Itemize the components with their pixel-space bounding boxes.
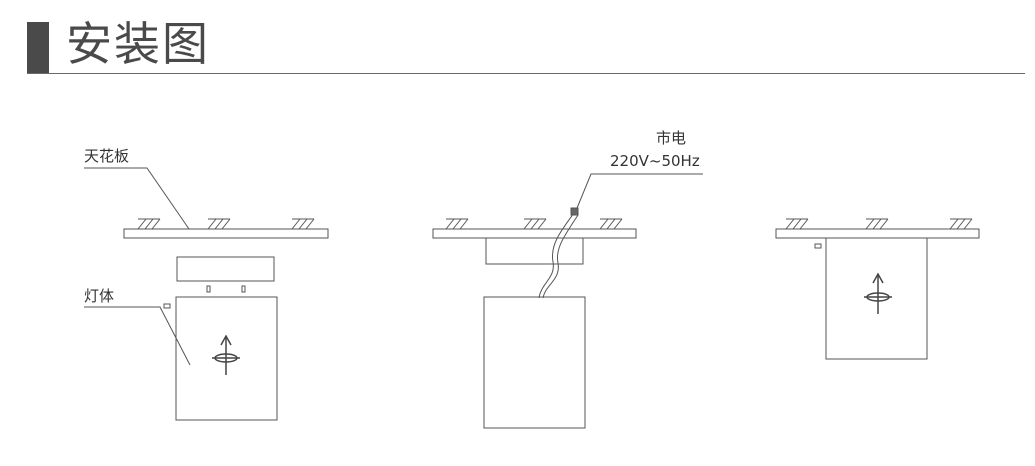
fixture-body (175, 296, 278, 421)
fixture-body (483, 296, 586, 429)
power-cable (538, 207, 579, 299)
page-title: 安装图 (66, 17, 210, 71)
fixture-body-mounted (825, 237, 928, 360)
step-3-diagram (775, 218, 980, 360)
rotate-lock-icon (864, 272, 892, 314)
mounting-base-attached (485, 237, 584, 265)
ceiling-hatch-icon (445, 218, 623, 230)
mounting-base (176, 256, 275, 282)
title-divider (27, 73, 1025, 74)
title-accent-block (27, 22, 49, 74)
ceiling-panel (432, 228, 637, 239)
ceiling-hatch-icon (137, 218, 315, 230)
mains-spec-label: 220V~50Hz (610, 152, 700, 170)
connector-notch (206, 285, 211, 293)
indicator-icon (163, 303, 171, 309)
indicator-icon (814, 243, 822, 249)
rotate-lock-icon (212, 334, 240, 375)
ceiling-label: 天花板 (84, 147, 130, 165)
ceiling-hatch-icon (785, 218, 973, 230)
step-1-diagram (84, 167, 329, 421)
mains-power-label: 市电 (656, 129, 687, 147)
mains-leader-line (574, 173, 703, 214)
ceiling-leader-line (84, 167, 190, 230)
ceiling-panel (775, 228, 980, 239)
step-2-diagram (432, 173, 703, 429)
fixture-leader-line (84, 306, 191, 366)
connector-notch (241, 285, 246, 293)
ceiling-panel (123, 228, 329, 239)
fixture-body-label: 灯体 (84, 287, 115, 305)
